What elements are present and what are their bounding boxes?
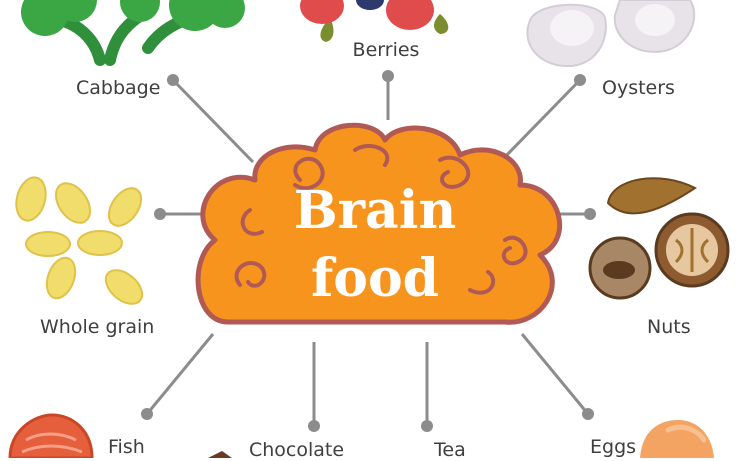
label-tea: Tea bbox=[434, 439, 466, 461]
label-whole-grain: Whole grain bbox=[40, 316, 155, 338]
connector-chocolate bbox=[308, 342, 320, 432]
label-nuts: Nuts bbox=[647, 316, 691, 338]
connector-eggs bbox=[520, 333, 594, 420]
brain-swirls bbox=[234, 144, 528, 295]
connector-oysters bbox=[498, 74, 586, 164]
eggs-icon bbox=[640, 420, 714, 458]
connector-fish bbox=[141, 333, 215, 420]
chocolate-icon bbox=[208, 451, 232, 458]
connector-whole-grain bbox=[154, 208, 205, 220]
label-chocolate: Chocolate bbox=[249, 439, 345, 461]
connectors bbox=[141, 70, 596, 432]
whole-grain-icon bbox=[15, 176, 144, 305]
connector-cabbage bbox=[167, 74, 255, 164]
label-berries: Berries bbox=[352, 39, 420, 61]
fish-icon bbox=[8, 413, 94, 458]
oysters-icon bbox=[526, 0, 696, 68]
connector-tea bbox=[421, 342, 433, 432]
label-oysters: Oysters bbox=[602, 77, 675, 99]
brain-title-line2: food bbox=[311, 248, 439, 309]
label-cabbage: Cabbage bbox=[76, 77, 161, 99]
label-eggs: Eggs bbox=[590, 436, 637, 458]
nuts-icon bbox=[588, 177, 730, 300]
label-fish: Fish bbox=[108, 436, 145, 458]
brain: Brain food bbox=[195, 122, 563, 325]
berries-icon bbox=[300, 0, 449, 42]
cabbage-icon bbox=[21, 0, 245, 66]
connector-berries bbox=[382, 70, 394, 120]
brain-title-line1: Brain bbox=[294, 180, 457, 241]
